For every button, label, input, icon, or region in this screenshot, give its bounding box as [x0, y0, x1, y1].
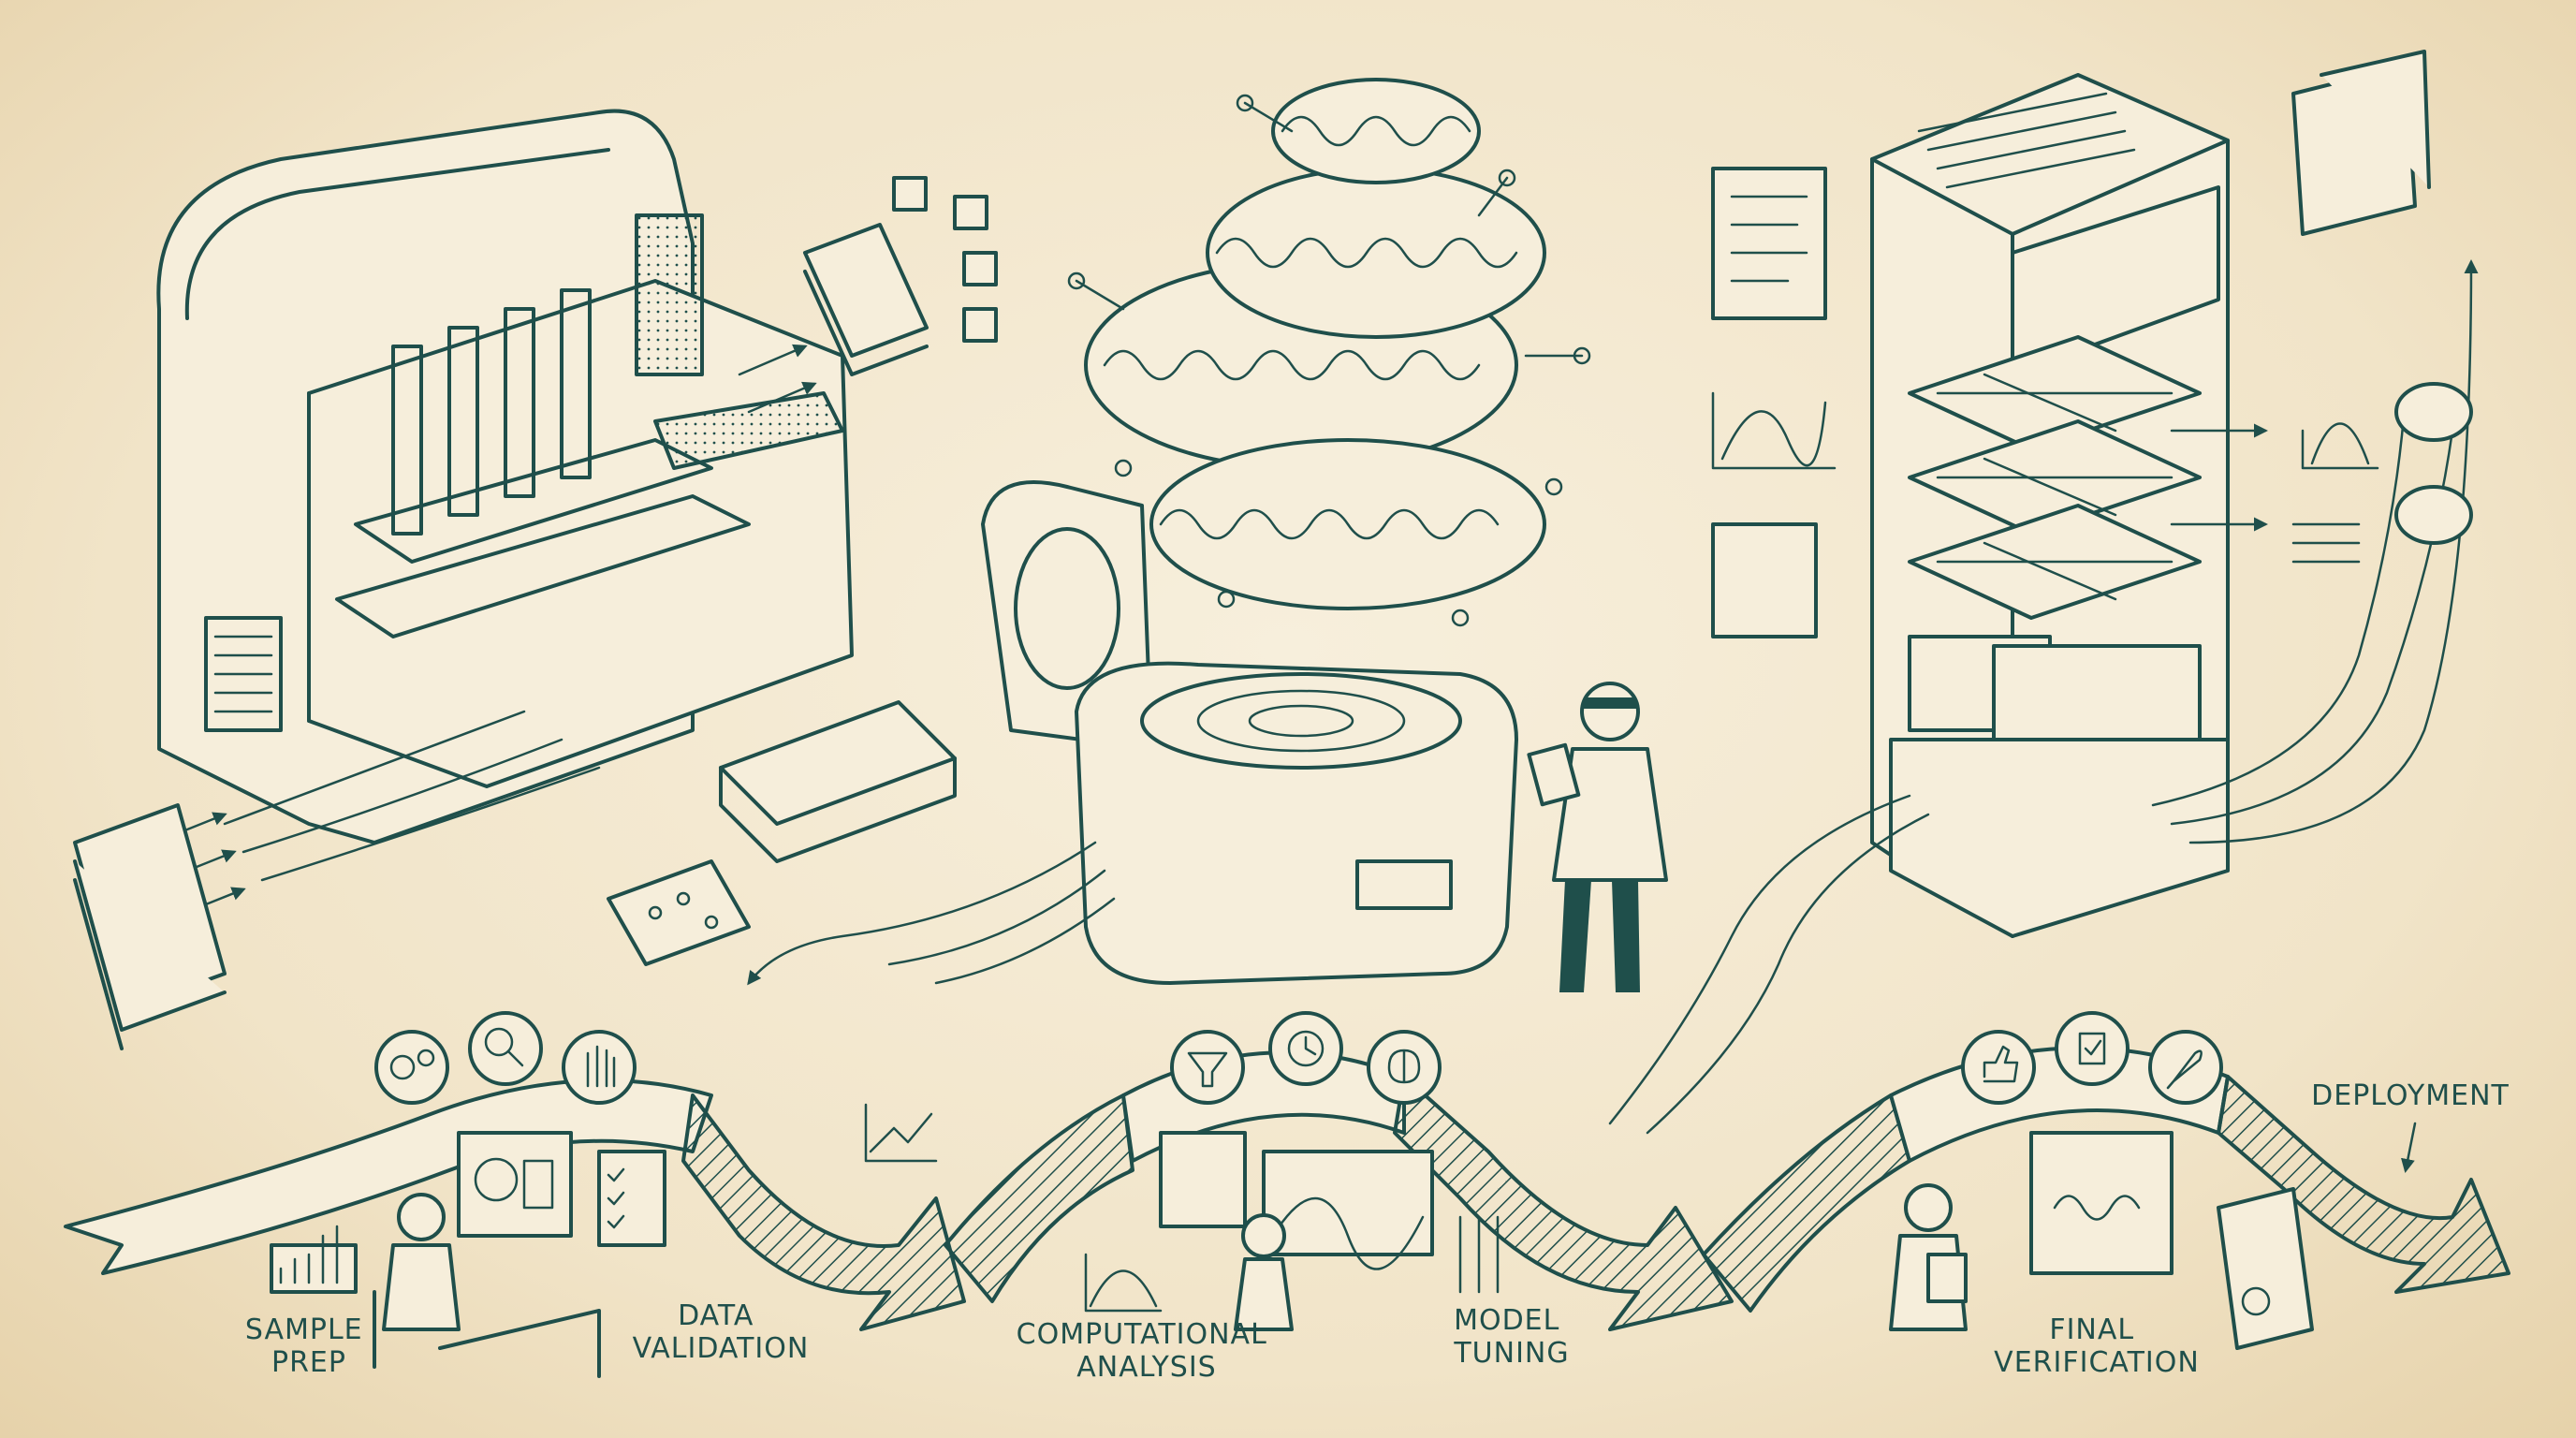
hand-icon: [562, 1030, 637, 1105]
workstation: [270, 1131, 666, 1378]
icon-group-1: [374, 1011, 637, 1105]
stage-labels: SAMPLE PREP DATA VALIDATION COMPUTATIONA…: [245, 1079, 2510, 1384]
clipboard-check-icon: [2055, 1011, 2130, 1086]
analysis-panels: [1711, 50, 2473, 638]
protein-structure: [1067, 78, 1591, 627]
verification-scene: [1889, 1122, 2417, 1350]
label-data-validation: DATA VALIDATION: [633, 1299, 810, 1365]
magnifier-icon: [468, 1011, 543, 1086]
gears-icon: [374, 1030, 449, 1105]
label-deployment: DEPLOYMENT: [2311, 1079, 2510, 1112]
thumbs-up-icon: [1961, 1030, 2036, 1105]
icon-group-2: [1170, 1011, 1442, 1105]
data-blocks: [803, 176, 998, 376]
analysis-charts: [864, 1103, 1500, 1331]
sequencing-machine: [73, 109, 854, 1050]
label-sample-prep: SAMPLE PREP: [245, 1313, 373, 1379]
server-rack: [1608, 73, 2479, 1135]
scientist-figure: [1527, 682, 1668, 992]
label-final-verification: FINAL VERIFICATION: [1994, 1313, 2200, 1379]
incubator: [747, 480, 1518, 986]
label-model-tuning: MODEL TUNING: [1453, 1304, 1570, 1370]
icon-group-3: [1961, 1011, 2223, 1105]
output-tray: [607, 700, 957, 966]
funnel-icon: [1170, 1030, 1245, 1105]
label-computational-analysis: COMPUTATIONAL ANALYSIS: [1017, 1318, 1278, 1384]
